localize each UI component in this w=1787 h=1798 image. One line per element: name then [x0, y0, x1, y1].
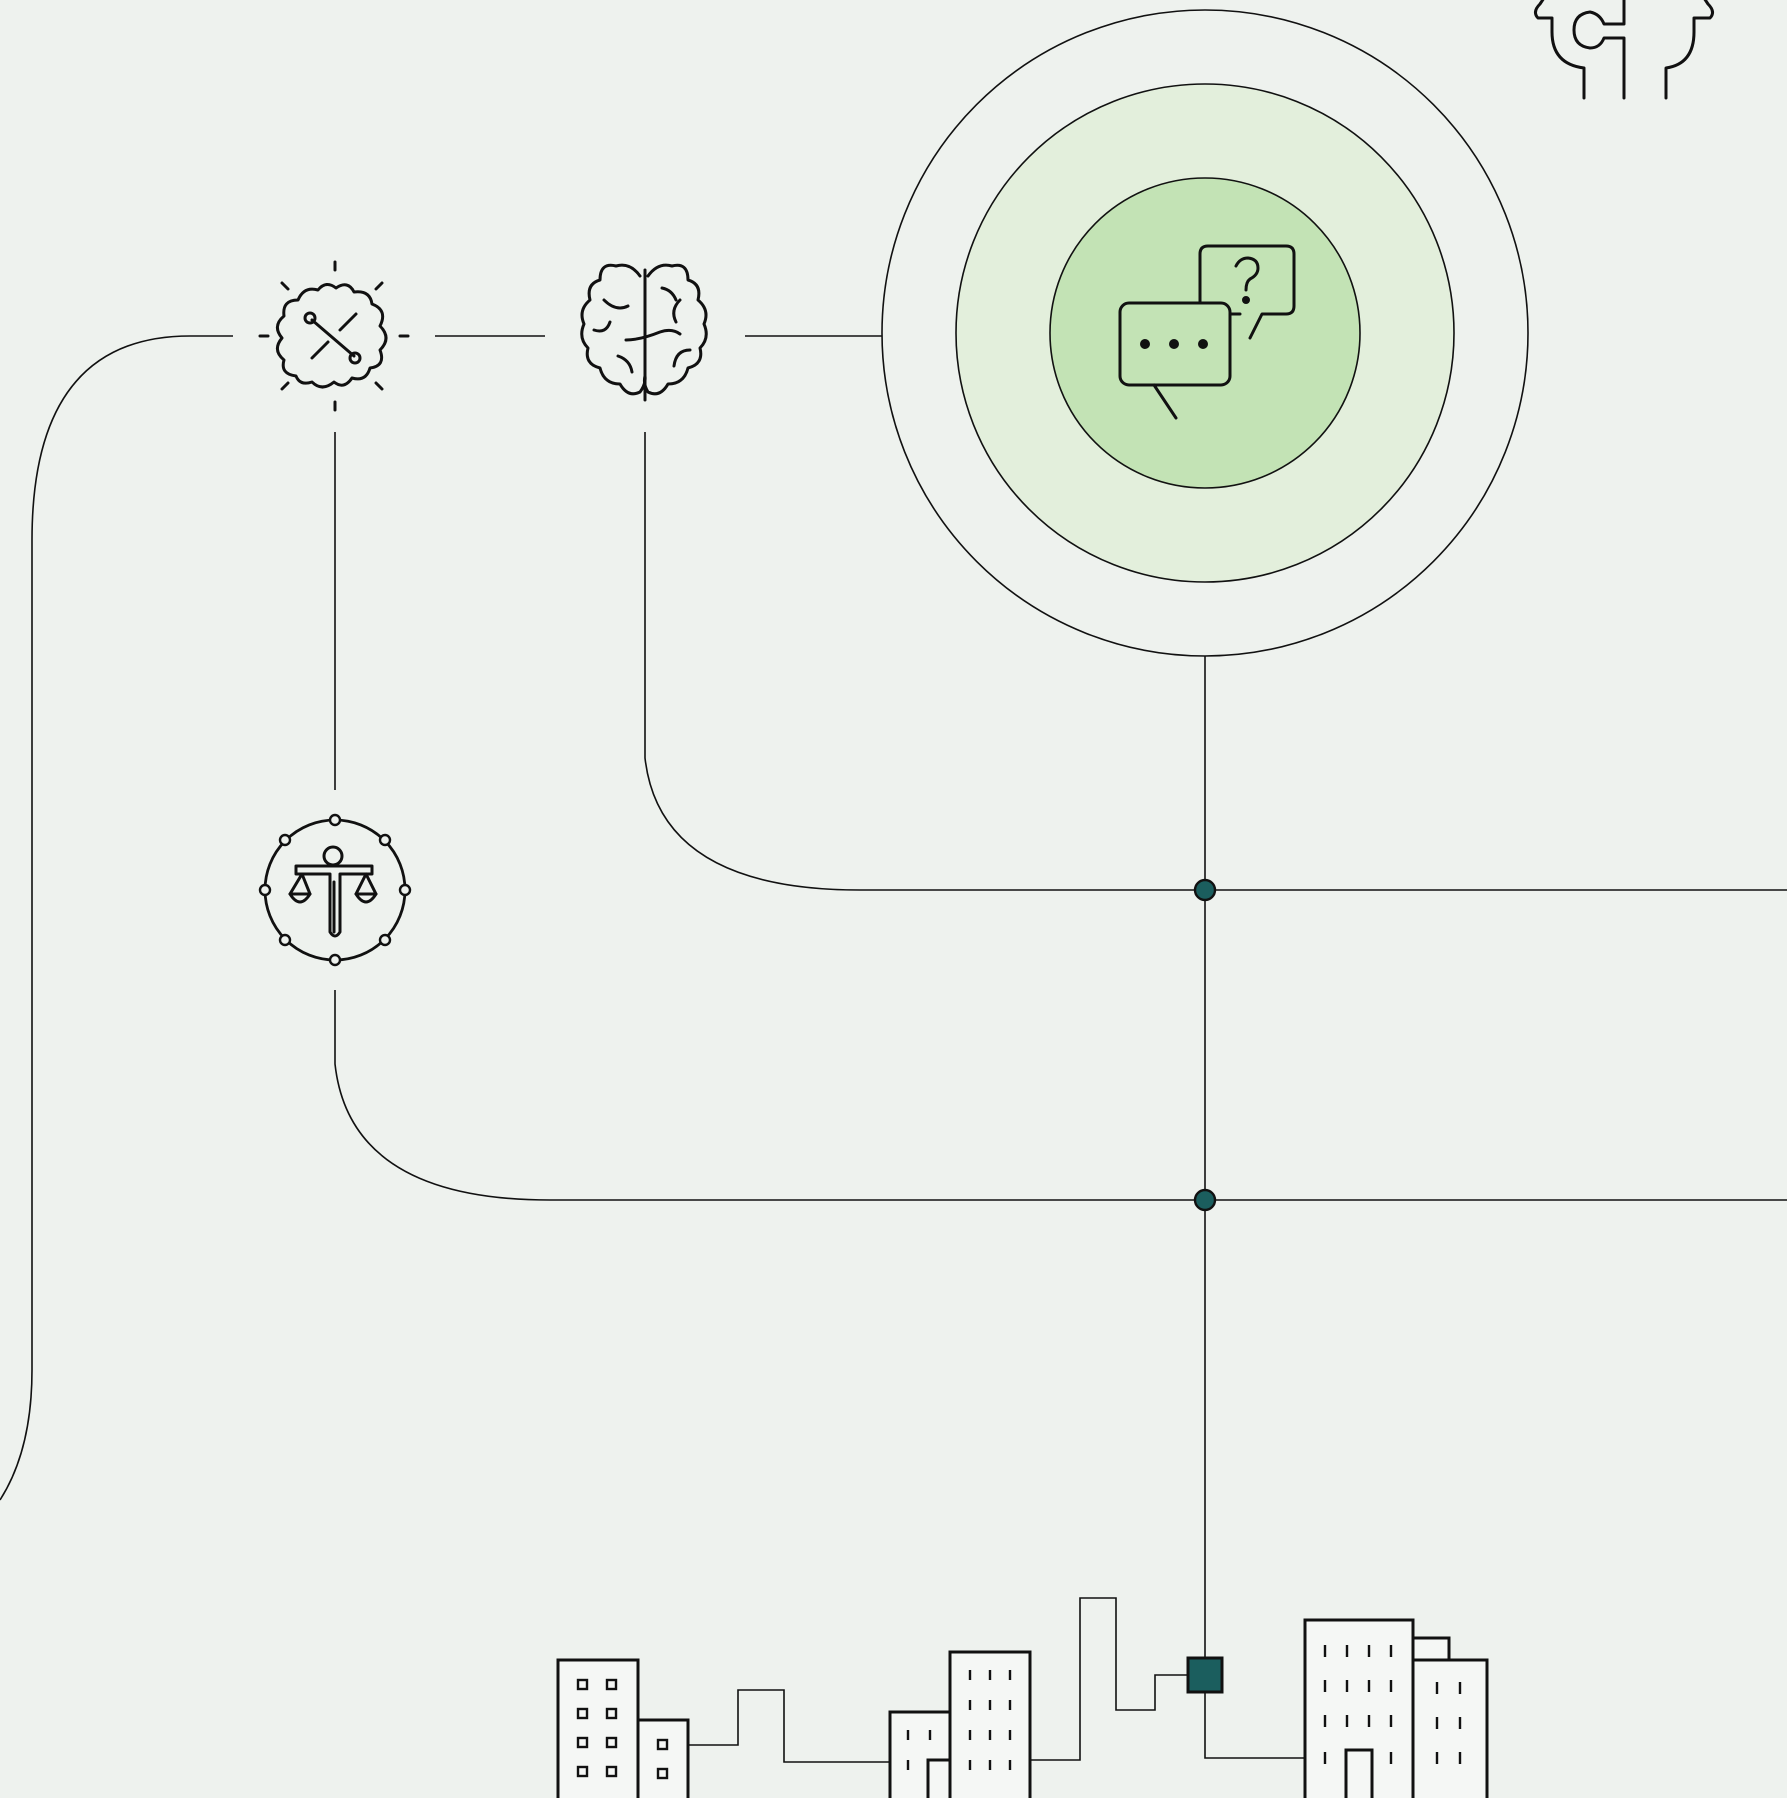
scales-person-icon [258, 813, 412, 967]
junction-node-1 [1193, 878, 1217, 902]
building-left [556, 1658, 690, 1798]
left-outer-line [0, 335, 233, 1501]
brain-icon [580, 263, 708, 402]
junction-node-2 [1193, 1188, 1217, 1212]
puzzle-piece-icon [1533, 0, 1715, 100]
junction-node-3 [1186, 1656, 1224, 1694]
brain-to-junction-line [644, 432, 1787, 891]
building-middle [888, 1650, 1032, 1798]
connector-lines [0, 335, 1787, 1660]
building-right [1303, 1618, 1489, 1798]
brain-tools-icon [258, 260, 410, 412]
city-skyline-icon [556, 1597, 1489, 1798]
speech-bubbles-icon [1118, 244, 1296, 420]
ethics-to-junction-line [334, 990, 1787, 1201]
junction-nodes [1186, 878, 1224, 1694]
